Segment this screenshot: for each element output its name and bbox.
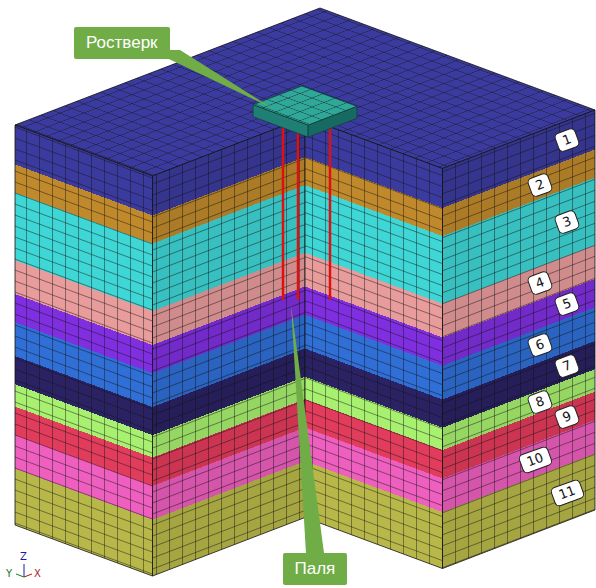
- layer-number: 5: [560, 295, 573, 312]
- callout-number: 1: [553, 127, 581, 154]
- callout-text: Паля: [295, 559, 336, 578]
- callout-number: 9: [553, 403, 581, 430]
- callout-number: 5: [553, 291, 581, 318]
- callout-number: 4: [526, 270, 554, 297]
- layer-number: 6: [533, 336, 546, 353]
- axis-label: Z: [20, 552, 27, 562]
- callout-number: 6: [526, 332, 554, 359]
- layer-number: 10: [524, 449, 545, 469]
- callout-number: 10: [517, 445, 553, 474]
- callout-number: 7: [553, 353, 581, 380]
- callout-number: 2: [526, 171, 554, 198]
- callout-box: Паля: [283, 553, 348, 585]
- layer-number: 2: [533, 176, 546, 193]
- layer-number: 4: [533, 274, 546, 291]
- callout-text: Ростверк: [86, 33, 158, 52]
- layer-number: 1: [560, 131, 573, 148]
- axis-label: Y: [6, 569, 12, 579]
- layer-number: 11: [556, 482, 577, 502]
- callout-number: 8: [526, 388, 554, 415]
- callout-number: 3: [553, 209, 581, 236]
- layer-number: 7: [560, 357, 573, 374]
- callout-box: Ростверк: [74, 27, 170, 59]
- layer-number: 8: [533, 393, 546, 410]
- axis-label: X: [34, 569, 41, 579]
- layer-number: 3: [560, 213, 573, 230]
- layer-number: 9: [560, 408, 573, 425]
- callout-number: 11: [549, 478, 585, 507]
